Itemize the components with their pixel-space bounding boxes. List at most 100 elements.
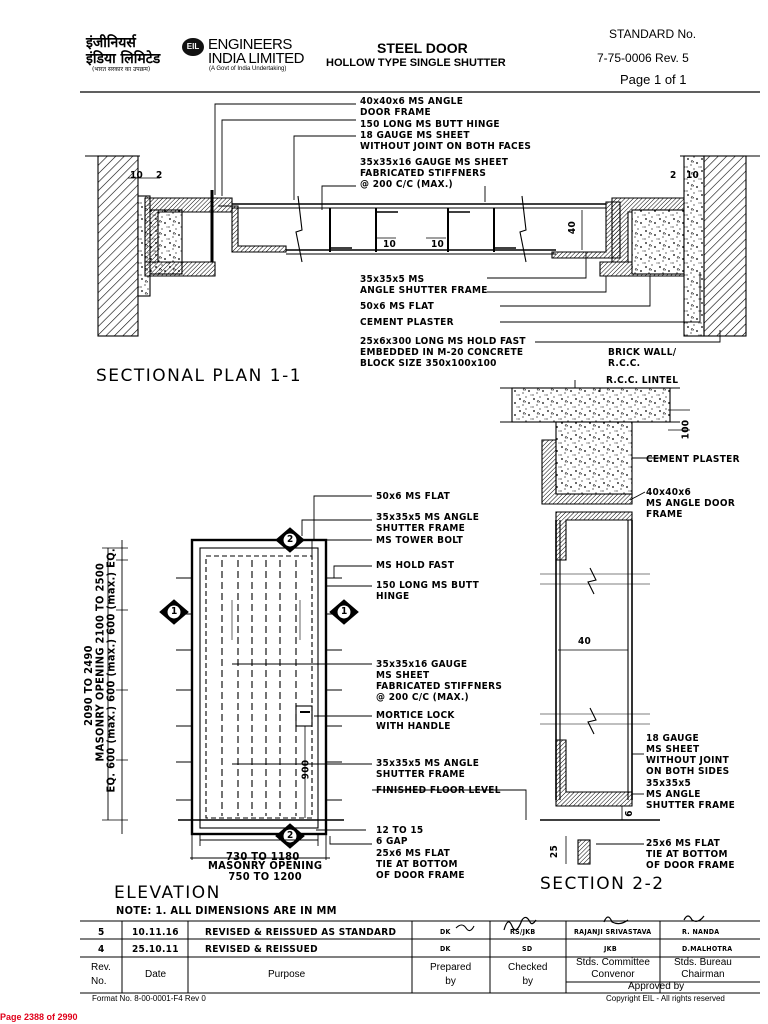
page-stamp: Page 2388 of 2990 [0, 1012, 78, 1022]
plan-label-butt-hinge: 150 LONG MS BUTT HINGE [360, 119, 500, 130]
signature-chairman [683, 915, 705, 922]
elev-dim-width: 730 TO 1180 [226, 850, 300, 863]
rev-4-purpose: REVISED & REISSUED [205, 944, 318, 955]
header-prepared: Prepared by [430, 962, 472, 987]
rev-4-no: 4 [98, 944, 105, 955]
logo-hindi-line2: इंडिया लिमिटेड [86, 51, 161, 67]
elev-label-shutter-frame-bottom: 35x35x5 MS ANGLE SHUTTER FRAME [376, 758, 480, 780]
section-label-sheet: 18 GAUGE MS SHEET WITHOUT JOINT ON BOTH … [646, 733, 730, 777]
section-label-shutter-frame: 35x35x5 MS ANGLE SHUTTER FRAME [646, 778, 736, 811]
door-frame-outer [190, 538, 328, 836]
rev-5-chairman: R. NANDA [682, 928, 720, 936]
copyright: Copyright EIL - All rights reserved [606, 994, 725, 1003]
section-dim-25: 25 [549, 844, 561, 859]
format-number: Format No. 8-00-0001-F4 Rev 0 [92, 994, 206, 1003]
stiffener-lines [221, 560, 297, 816]
left-shutter-angle [218, 205, 287, 253]
plan-dim-10-left: 10 [130, 170, 144, 181]
header-chairman: Stds. Bureau Chairman [674, 957, 732, 980]
company-name-line1: ENGINEERS [208, 36, 292, 53]
header-date: Date [145, 969, 167, 980]
right-brick-wall [703, 155, 747, 337]
logo-hindi-line1: इंजीनियर्स [86, 35, 136, 51]
section-dim-6: 6 [623, 810, 635, 817]
plan-label-angle-frame: 40x40x6 MS ANGLE DOOR FRAME [360, 96, 464, 118]
elev-label-flat: 50x6 MS FLAT [376, 491, 451, 502]
plan-label-stiffeners: 35x35x16 GAUGE MS SHEET FABRICATED STIFF… [360, 157, 509, 190]
elev-label-tie: 25x6 MS FLAT TIE AT BOTTOM OF DOOR FRAME [376, 848, 465, 881]
signature-convenor [603, 916, 629, 925]
elevation-caption: ELEVATION [114, 883, 221, 903]
elevation [102, 495, 527, 860]
section-label-angle-frame: 40x40x6 MS ANGLE DOOR FRAME [646, 487, 736, 520]
rev-5-convenor: RAJANJI SRIVASTAVA [574, 928, 652, 936]
section-tie-flat [577, 839, 591, 865]
standard-number: 7-75-0006 Rev. 5 [597, 51, 689, 65]
rev-4-checked: SD [522, 945, 533, 953]
section-label-tie: 25x6 MS FLAT TIE AT BOTTOM OF DOOR FRAME [646, 838, 735, 871]
elev-dim-height: 2090 TO 2490 [81, 645, 95, 726]
header-convenor: Stds. Committee Convenor [576, 957, 650, 980]
rev-5-purpose: REVISED & REISSUED AS STANDARD [205, 927, 397, 938]
elev-dim-vertical-split: EQ. 600 (max.) 600 (max.) 600 (max.) EQ. [104, 548, 118, 793]
elev-label-shutter-frame-top: 35x35x5 MS ANGLE SHUTTER FRAME [376, 512, 480, 534]
plan-label-hold-fast: 25x6x300 LONG MS HOLD FAST EMBEDDED IN M… [360, 336, 526, 369]
signature-checked [503, 916, 537, 931]
plan-dim-10b: 10 [431, 239, 445, 250]
plan-label-flat: 50x6 MS FLAT [360, 301, 435, 312]
rev-4-convenor: JKB [604, 945, 617, 953]
logo-hindi-subtitle: (भारत सरकार का उपक्रम) [92, 66, 151, 73]
doc-subtitle: HOLLOW TYPE SINGLE SHUTTER [326, 57, 506, 69]
page-info: Page 1 of 1 [620, 72, 687, 87]
header-checked: Checked by [508, 962, 548, 987]
elev-label-lock: MORTICE LOCK WITH HANDLE [376, 710, 455, 732]
right-shutter-angle [551, 201, 621, 259]
eil-logo: EIL [182, 38, 204, 56]
rcc-lintel [511, 387, 671, 423]
mortice-lock [295, 705, 313, 727]
elev-dim-masonry-width: MASONRY OPENING 750 TO 1200 [208, 859, 323, 883]
plan-dim-40: 40 [567, 220, 579, 235]
sectional-plan [85, 103, 760, 343]
header-rev-no: Rev. No. [91, 962, 111, 987]
standard-label: STANDARD No. [609, 27, 697, 41]
elev-label-gap: 12 TO 15 6 GAP [376, 825, 424, 847]
plan-label-shutter-frame: 35x35x5 MS ANGLE SHUTTER FRAME [360, 274, 488, 296]
section-dim-40: 40 [578, 636, 592, 647]
title-block [80, 915, 760, 994]
elev-label-hold-fast: MS HOLD FAST [376, 560, 455, 571]
plan-dim-2-right: 2 [670, 170, 677, 181]
doc-title: STEEL DOOR [377, 40, 468, 56]
section-label-plaster: CEMENT PLASTER [646, 454, 740, 465]
plan-dim-10a: 10 [383, 239, 397, 250]
section-dim-100: 100 [680, 419, 692, 440]
elev-label-tower-bolt: MS TOWER BOLT [376, 535, 464, 546]
company-name-line2: INDIA LIMITED [208, 50, 305, 67]
left-brick-wall [97, 155, 139, 337]
plan-label-sheet: 18 GAUGE MS SHEET WITHOUT JOINT ON BOTH … [360, 130, 532, 152]
section-caption: SECTION 2-2 [540, 874, 665, 894]
rev-5-no: 5 [98, 927, 105, 938]
section-frame-angle [541, 439, 633, 505]
rev-4-chairman: D.MALHOTRA [682, 945, 733, 953]
elev-dim-900: 900 [300, 759, 312, 780]
lintel-plaster [555, 421, 633, 495]
marker-2-top-label: 2 [287, 534, 294, 545]
rev-4-prepared: DK [440, 945, 451, 953]
elev-label-floor-level: FINISHED FLOOR LEVEL [376, 785, 501, 796]
marker-1-right-label: 1 [341, 606, 348, 617]
marker-1-left-label: 1 [171, 606, 178, 617]
left-frame-angle [144, 197, 233, 263]
plan-label-plaster: CEMENT PLASTER [360, 317, 454, 328]
header-purpose: Purpose [268, 969, 306, 980]
rev-5-checked: RS/JKB [510, 928, 536, 936]
rev-5-date: 10.11.16 [132, 927, 179, 938]
elevation-note: NOTE: 1. ALL DIMENSIONS ARE IN MM [116, 904, 337, 917]
plan-dim-2-left: 2 [156, 170, 163, 181]
elev-label-butt-hinge: 150 LONG MS BUTT HINGE [376, 580, 480, 602]
elev-label-stiffeners: 35x35x16 GAUGE MS SHEET FABRICATED STIFF… [376, 659, 503, 703]
marker-2-bottom-label: 2 [287, 830, 294, 841]
rev-4-date: 25.10.11 [132, 944, 179, 955]
plan-caption: SECTIONAL PLAN 1-1 [96, 366, 303, 386]
